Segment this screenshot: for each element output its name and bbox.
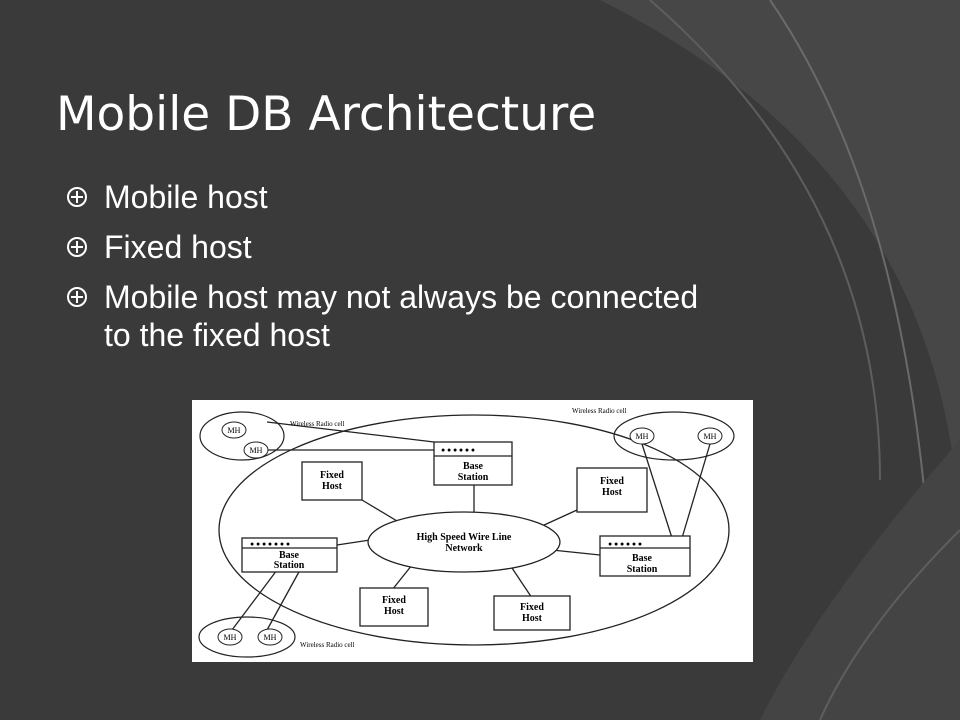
network-ellipse bbox=[367, 511, 561, 573]
base-station: ● ● ● ● ● ● Base Station bbox=[599, 535, 691, 577]
svg-text:Fixed: Fixed bbox=[382, 595, 406, 606]
svg-text:Fixed: Fixed bbox=[600, 476, 624, 487]
svg-text:Base: Base bbox=[279, 550, 300, 561]
wireless-cell-label: Wireless Radio cell bbox=[290, 420, 345, 428]
mobile-host-label: MH bbox=[224, 633, 237, 642]
wireless-cell: MH MH Wireless Radio cell bbox=[572, 407, 735, 461]
wireless-cell-label: Wireless Radio cell bbox=[300, 641, 355, 649]
svg-text:Host: Host bbox=[384, 606, 405, 617]
wireless-area-ellipse bbox=[218, 414, 730, 646]
architecture-diagram-svg: High Speed Wire Line Network Fixed Host … bbox=[198, 407, 735, 658]
circle-cross-bullet-icon bbox=[67, 237, 87, 257]
mobile-host-label: MH bbox=[250, 446, 263, 455]
svg-text:Base: Base bbox=[463, 461, 484, 472]
mobile-host-label: MH bbox=[636, 432, 649, 441]
fixed-host: Fixed Host bbox=[301, 461, 363, 501]
base-station: ● ● ● ● ● ● Base Station bbox=[433, 441, 513, 486]
svg-text:Host: Host bbox=[602, 487, 623, 498]
svg-text:Host: Host bbox=[522, 613, 543, 624]
svg-text:● ● ● ● ● ●: ● ● ● ● ● ● bbox=[608, 540, 642, 548]
circle-cross-bullet-icon bbox=[67, 187, 87, 207]
architecture-diagram: High Speed Wire Line Network Fixed Host … bbox=[192, 400, 753, 662]
wireless-cell-label: Wireless Radio cell bbox=[572, 407, 627, 415]
wireless-cell: MH MH Wireless Radio cell bbox=[198, 616, 355, 658]
bullet-list: Mobile host Fixed host Mobile host may n… bbox=[66, 178, 706, 366]
bullet-text: Mobile host may not always be connected … bbox=[104, 279, 699, 353]
wireless-cell: MH MH Wireless Radio cell bbox=[199, 411, 345, 461]
svg-text:Station: Station bbox=[458, 472, 489, 483]
fixed-host: Fixed Host bbox=[359, 587, 429, 627]
network-label: High Speed Wire Line bbox=[417, 532, 512, 543]
bullet-text: Fixed host bbox=[104, 229, 252, 265]
circle-cross-bullet-icon bbox=[67, 287, 87, 307]
mobile-host-label: MH bbox=[264, 633, 277, 642]
base-station: ● ● ● ● ● ● ● Base Station bbox=[241, 537, 338, 573]
fixed-host: Fixed Host bbox=[493, 595, 571, 631]
fixed-host: Fixed Host bbox=[576, 467, 648, 513]
svg-text:Fixed: Fixed bbox=[520, 602, 544, 613]
svg-text:● ● ● ● ● ●: ● ● ● ● ● ● bbox=[441, 446, 475, 454]
bullet-item: Fixed host bbox=[66, 228, 706, 266]
bullet-text: Mobile host bbox=[104, 179, 268, 215]
svg-text:Station: Station bbox=[274, 560, 305, 571]
svg-text:Host: Host bbox=[322, 481, 343, 492]
mobile-host-label: MH bbox=[228, 426, 241, 435]
svg-text:Base: Base bbox=[632, 553, 653, 564]
svg-text:Fixed: Fixed bbox=[320, 470, 344, 481]
svg-text:● ● ● ● ● ● ●: ● ● ● ● ● ● ● bbox=[250, 540, 290, 548]
svg-text:Station: Station bbox=[627, 564, 658, 575]
bullet-item: Mobile host bbox=[66, 178, 706, 216]
mobile-host-label: MH bbox=[704, 432, 717, 441]
bullet-item: Mobile host may not always be connected … bbox=[66, 278, 706, 354]
slide-title: Mobile DB Architecture bbox=[56, 87, 597, 143]
network-label: Network bbox=[445, 543, 483, 554]
